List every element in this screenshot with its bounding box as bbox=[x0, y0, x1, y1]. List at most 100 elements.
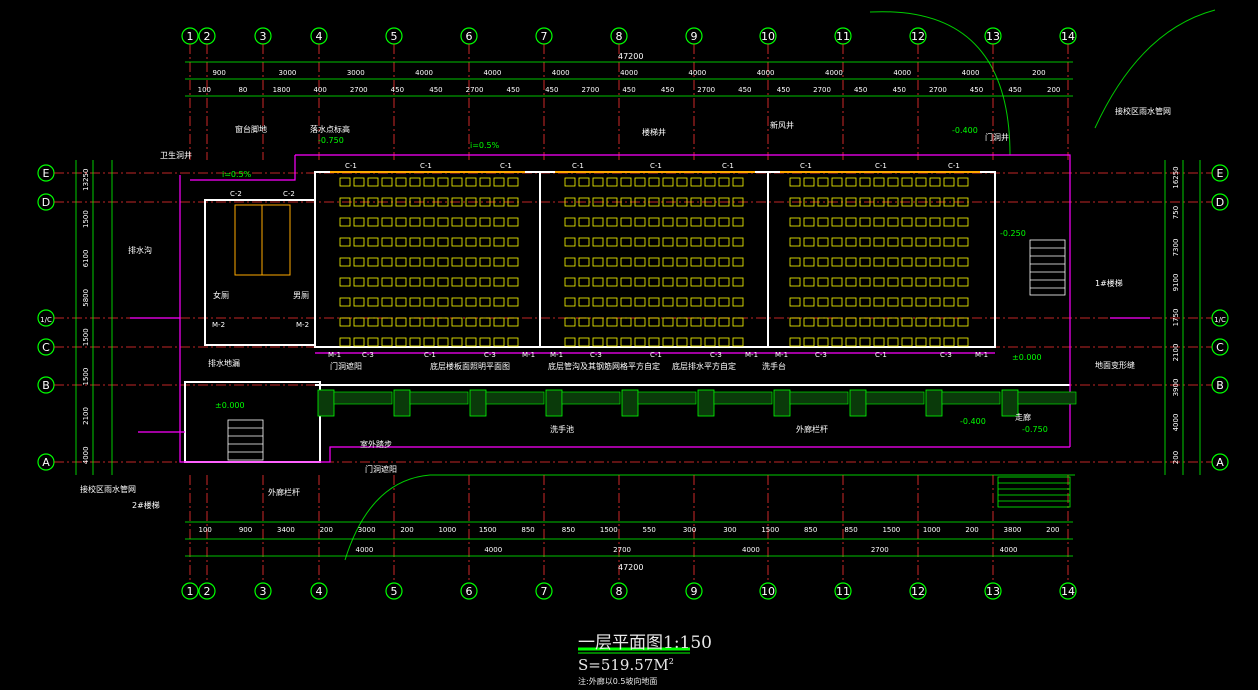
drawing-title: 一层平面图1:150 bbox=[578, 628, 712, 653]
grid-label-B: B bbox=[42, 379, 50, 392]
svg-text:7300: 7300 bbox=[1172, 239, 1180, 257]
label-elev-neg5: -0.750 bbox=[1022, 425, 1048, 434]
svg-text:850: 850 bbox=[804, 526, 817, 534]
grid-axes-vertical bbox=[189, 44, 1069, 583]
window-c1-e: C-1 bbox=[650, 162, 662, 170]
window-c1-j: C-1 bbox=[424, 351, 436, 359]
svg-text:4000: 4000 bbox=[962, 69, 980, 77]
svg-text:200: 200 bbox=[1047, 86, 1060, 94]
label-slope2: i=0.5% bbox=[470, 141, 500, 150]
grid-label-7: 7 bbox=[541, 30, 548, 43]
svg-text:6100: 6100 bbox=[82, 250, 90, 268]
svg-text:750: 750 bbox=[1172, 206, 1180, 219]
svg-text:2700: 2700 bbox=[613, 546, 631, 554]
svg-text:2700: 2700 bbox=[813, 86, 831, 94]
grid-bubble-4 bbox=[310, 582, 328, 600]
svg-text:300: 300 bbox=[723, 526, 736, 534]
window-c3-d: C-3 bbox=[710, 351, 722, 359]
grid-bubble-12 bbox=[909, 582, 927, 600]
window-c1-d: C-1 bbox=[572, 162, 584, 170]
window-c1-i: C-1 bbox=[948, 162, 960, 170]
grid-label-10: 10 bbox=[761, 30, 775, 43]
svg-text:2700: 2700 bbox=[466, 86, 484, 94]
label-elev-neg3: -0.250 bbox=[1000, 229, 1026, 238]
grid-label-D: D bbox=[42, 196, 50, 209]
label-stairs1: 1#楼梯 bbox=[1095, 278, 1123, 288]
label-mezz-mid: 底层管沟及其钢筋网格平方自定 bbox=[548, 361, 660, 371]
svg-text:450: 450 bbox=[429, 86, 442, 94]
label-ground: 地面变形缝 bbox=[1095, 360, 1135, 370]
svg-text:450: 450 bbox=[661, 86, 674, 94]
svg-text:3000: 3000 bbox=[358, 526, 376, 534]
svg-text:300: 300 bbox=[683, 526, 696, 534]
grid-label-C: C bbox=[42, 341, 50, 354]
grid-bubble-8 bbox=[610, 582, 628, 600]
label-door-cover: 门洞井 bbox=[985, 132, 1009, 142]
corridor-planters bbox=[317, 389, 1077, 417]
door-m1-c: M-1 bbox=[550, 351, 563, 359]
label-drain: 排水沟 bbox=[128, 245, 152, 255]
grid-label-2: 2 bbox=[204, 585, 211, 598]
label-elev-neg1: -0.750 bbox=[318, 136, 344, 145]
grid-label-6: 6 bbox=[466, 30, 473, 43]
grid-label-4: 4 bbox=[316, 585, 323, 598]
svg-text:9100: 9100 bbox=[1172, 274, 1180, 292]
grid-label-A: A bbox=[1216, 456, 1224, 469]
window-c1-a: C-1 bbox=[345, 162, 357, 170]
grid-label-3: 3 bbox=[260, 585, 267, 598]
label-floor-drain: 排水地漏 bbox=[208, 358, 240, 368]
grid-label-11: 11 bbox=[836, 30, 850, 43]
svg-text:450: 450 bbox=[893, 86, 906, 94]
grid-label-12: 12 bbox=[911, 30, 925, 43]
svg-text:450: 450 bbox=[777, 86, 790, 94]
grid-label-8: 8 bbox=[616, 585, 623, 598]
svg-text:200: 200 bbox=[965, 526, 978, 534]
svg-text:200: 200 bbox=[320, 526, 333, 534]
grid-label-C: C bbox=[1216, 341, 1224, 354]
svg-text:450: 450 bbox=[506, 86, 519, 94]
svg-text:80: 80 bbox=[238, 86, 247, 94]
window-c3-c: C-3 bbox=[590, 351, 602, 359]
door-m1-d: M-1 bbox=[745, 351, 758, 359]
svg-text:200: 200 bbox=[400, 526, 413, 534]
svg-text:4000: 4000 bbox=[552, 69, 570, 77]
svg-text:5800: 5800 bbox=[82, 289, 90, 307]
door-m1-f: M-1 bbox=[975, 351, 988, 359]
svg-text:450: 450 bbox=[738, 86, 751, 94]
svg-text:3900: 3900 bbox=[1172, 379, 1180, 397]
grid-label-5: 5 bbox=[391, 30, 398, 43]
label-frame-bottom: 外廊栏杆 bbox=[268, 487, 300, 497]
window-c3-b: C-3 bbox=[484, 351, 496, 359]
label-elev-neg4: -0.400 bbox=[960, 417, 986, 426]
grid-bubble-7 bbox=[535, 582, 553, 600]
window-c1-g: C-1 bbox=[800, 162, 812, 170]
label-elev-neg2: -0.400 bbox=[952, 126, 978, 135]
grid-bubble-3 bbox=[254, 582, 272, 600]
svg-text:850: 850 bbox=[844, 526, 857, 534]
grid-label-9: 9 bbox=[691, 30, 698, 43]
grid-label-8: 8 bbox=[616, 30, 623, 43]
grid-label-7: 7 bbox=[541, 585, 548, 598]
svg-text:1500: 1500 bbox=[761, 526, 779, 534]
svg-text:450: 450 bbox=[545, 86, 558, 94]
svg-text:450: 450 bbox=[970, 86, 983, 94]
svg-text:4000: 4000 bbox=[825, 69, 843, 77]
window-c1-k: C-1 bbox=[650, 351, 662, 359]
label-slope1: i=0.5% bbox=[222, 170, 252, 179]
svg-text:2700: 2700 bbox=[697, 86, 715, 94]
title-main: 一层平面图 bbox=[578, 633, 663, 653]
door-m1-b: M-1 bbox=[522, 351, 535, 359]
svg-text:1500: 1500 bbox=[882, 526, 900, 534]
door-m2-a: M-2 bbox=[212, 321, 225, 329]
svg-text:2100: 2100 bbox=[1172, 344, 1180, 362]
grid-label-9: 9 bbox=[691, 585, 698, 598]
label-corridor: 走廊 bbox=[1015, 412, 1031, 422]
svg-text:2700: 2700 bbox=[581, 86, 599, 94]
label-women: 女厕 bbox=[213, 290, 229, 300]
svg-text:450: 450 bbox=[622, 86, 635, 94]
svg-text:1000: 1000 bbox=[438, 526, 456, 534]
grid-label-10: 10 bbox=[761, 585, 775, 598]
